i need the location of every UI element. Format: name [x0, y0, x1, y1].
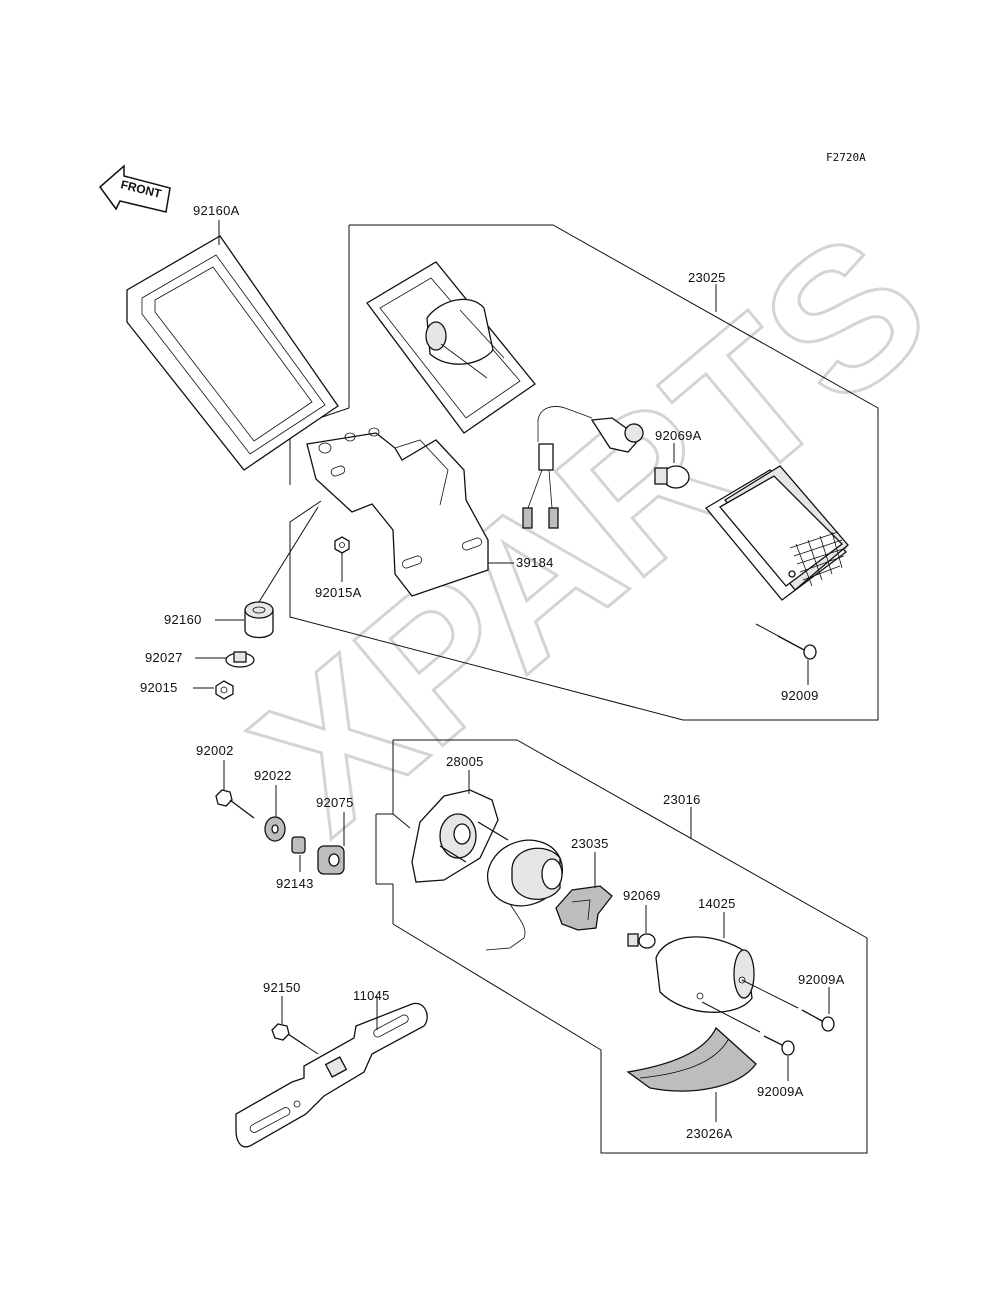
bulb-92069A	[654, 465, 690, 489]
bolt-92150	[271, 1023, 307, 1047]
label-92143: 92143	[276, 876, 314, 891]
label-14025: 14025	[698, 896, 736, 911]
figure-code: F2720A	[826, 151, 866, 164]
nut-92015A	[334, 536, 350, 554]
license-bracket-11045	[235, 1002, 428, 1148]
label-92069: 92069	[623, 888, 661, 903]
collar-92143	[291, 836, 306, 854]
label-92009A-upper: 92009A	[798, 972, 845, 987]
collar-92027	[225, 651, 255, 668]
label-92015: 92015	[140, 680, 178, 695]
watermark-text: XPARTS	[214, 190, 967, 873]
label-92009A-lower: 92009A	[757, 1084, 804, 1099]
screw-92009A-lower	[763, 1035, 795, 1056]
tail-lamp-lens	[705, 465, 849, 601]
screw-92009	[777, 635, 817, 660]
bulb-92069	[627, 933, 656, 949]
clip-23035	[555, 885, 613, 931]
label-92009: 92009	[781, 688, 819, 703]
label-92022: 92022	[254, 768, 292, 783]
damper-92075	[317, 845, 345, 875]
label-92160: 92160	[164, 612, 202, 627]
front-arrow-icon: FRONT	[98, 164, 171, 213]
tail-lamp-housing	[366, 261, 536, 434]
label-92002: 92002	[196, 743, 234, 758]
label-28005: 28005	[446, 754, 484, 769]
label-92150: 92150	[263, 980, 301, 995]
label-23035: 23035	[571, 836, 609, 851]
lamp-cover-14025	[655, 936, 755, 1013]
label-92015A: 92015A	[315, 585, 362, 600]
label-92160A: 92160A	[193, 203, 240, 218]
lamp-base-28005	[411, 789, 509, 883]
screw-92009A-upper	[801, 1009, 835, 1032]
bolt-92002	[215, 789, 255, 819]
nut-92015	[215, 680, 234, 700]
lamp-bracket	[306, 427, 489, 597]
license-lamp-gasket	[126, 235, 339, 471]
label-23026A: 23026A	[686, 1126, 733, 1141]
lamp-socket-ring	[485, 839, 563, 951]
label-92027: 92027	[145, 650, 183, 665]
label-92075: 92075	[316, 795, 354, 810]
label-11045: 11045	[353, 988, 390, 1003]
label-23025: 23025	[688, 270, 726, 285]
bulb-socket-wiring	[522, 406, 644, 529]
washer-92022	[264, 816, 286, 842]
lower-assembly-outline	[392, 739, 868, 1154]
upper-assembly-outline	[289, 224, 879, 721]
label-92069A: 92069A	[655, 428, 702, 443]
watermark: XPARTS	[213, 189, 969, 875]
grommet-92160	[244, 601, 274, 639]
label-39184: 39184	[516, 555, 554, 570]
reflector-23026A	[626, 1026, 757, 1092]
label-23016: 23016	[663, 792, 701, 807]
